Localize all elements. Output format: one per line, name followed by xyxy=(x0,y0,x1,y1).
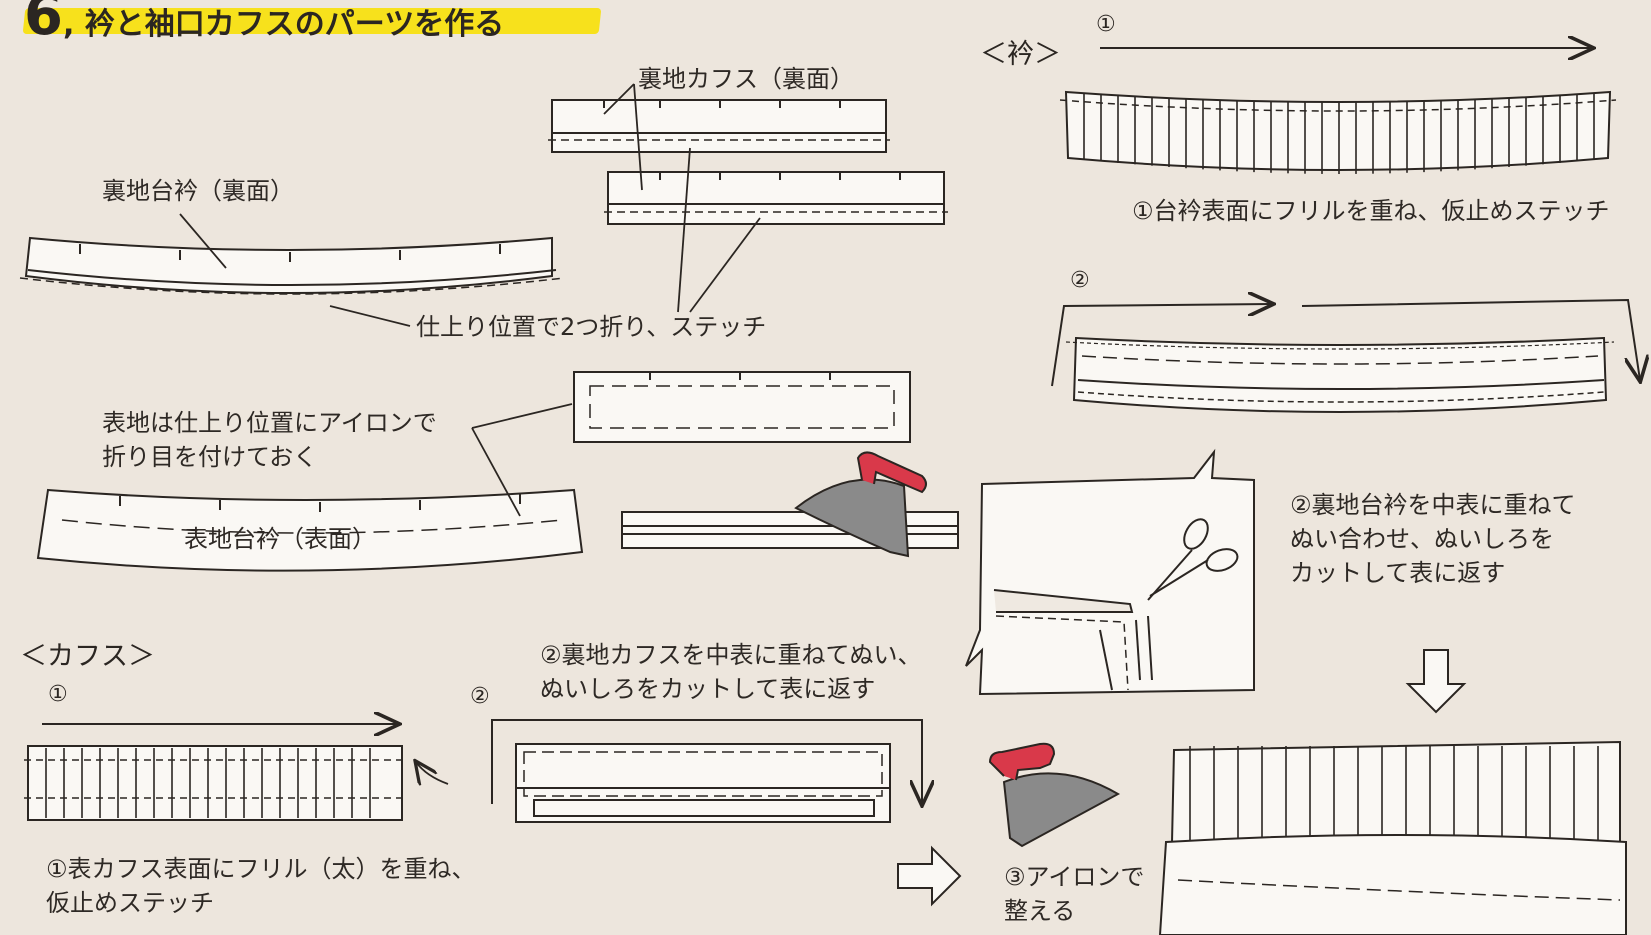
down-arrow-icon xyxy=(1405,649,1467,714)
cuff-step-number-1: ① xyxy=(48,682,68,707)
title-number: 6 xyxy=(24,0,63,48)
label-cuffs-step2: ②裏地カフスを中表に重ねてぬい、 ぬいしろをカットして表に返す xyxy=(540,638,922,706)
collar-ruffle-step1 xyxy=(1059,90,1617,174)
label-collar-step1: ①台衿表面にフリルを重ね、仮止めステッチ xyxy=(1132,197,1610,225)
right-arrow-icon xyxy=(897,845,962,907)
section-cuffs: ＜カフス＞ xyxy=(20,641,155,672)
title-text: , 衿と袖口カフスのパーツを作る xyxy=(62,7,505,42)
label-collar-step2: ②裏地台衿を中表に重ねて ぬい合わせ、ぬいしろを カットして表に返す xyxy=(1290,488,1576,590)
label-outer-band-front: 表地台衿（表面） xyxy=(184,525,376,553)
label-cuffs-step1: ①表カフス表面にフリル（太）を重ね、 仮止めステッチ xyxy=(46,852,476,920)
leader-lines xyxy=(179,83,761,784)
collar-band-step2 xyxy=(1065,336,1615,413)
cuff-ruffle-step1 xyxy=(24,745,406,821)
label-collar-step2-line2: ぬい合わせ、ぬいしろを xyxy=(1290,525,1554,553)
label-cuffs-step2-line1: ②裏地カフスを中表に重ねてぬい、 xyxy=(540,641,922,669)
page-title: 6, 衿と袖口カフスのパーツを作る xyxy=(22,0,602,55)
lining-cuff-piece-bottom xyxy=(604,171,948,225)
lining-band-piece xyxy=(19,236,565,295)
cuff-step-number-2: ② xyxy=(470,684,490,709)
iron-icon xyxy=(794,451,927,558)
scissors-icon xyxy=(1147,518,1239,601)
label-fold-stitch: 仕上り位置で2つ折り、ステッチ xyxy=(416,313,767,341)
outer-band-piece xyxy=(36,488,584,572)
label-collar-step2-line3: カットして表に返す xyxy=(1290,559,1506,587)
lining-cuff-piece-top xyxy=(548,99,890,153)
label-cuffs-step2-line2: ぬいしろをカットして表に返す xyxy=(540,675,876,703)
collar-step-number-1: ① xyxy=(1096,12,1116,37)
label-cuffs-step1-line2: 仮止めステッチ xyxy=(46,889,214,917)
label-step3: ③アイロンで 整える xyxy=(1004,860,1144,928)
label-outer-iron: 表地は仕上り位置にアイロンで 折り目を付けておく xyxy=(102,406,437,474)
label-cuffs-step1-line1: ①表カフス表面にフリル（太）を重ね、 xyxy=(46,855,476,883)
process-arrows xyxy=(42,48,1640,804)
label-collar-step2-line1: ②裏地台衿を中表に重ねて xyxy=(1290,491,1576,519)
label-lining-cuffs-back: 裏地カフス（裏面） xyxy=(638,65,854,93)
collar-final-piece xyxy=(1158,740,1627,935)
label-step3-line2: 整える xyxy=(1004,897,1076,925)
section-collar: ＜衿＞ xyxy=(980,39,1061,70)
label-step3-line1: ③アイロンで xyxy=(1004,863,1145,891)
seam-trim-detail-bubble xyxy=(965,448,1255,696)
collar-step-number-2: ② xyxy=(1070,268,1090,293)
outer-cuff-piece xyxy=(573,371,911,443)
label-lining-band-back: 裏地台衿（裏面） xyxy=(102,177,294,205)
label-outer-iron-line2: 折り目を付けておく xyxy=(102,443,318,471)
label-outer-iron-line1: 表地は仕上り位置にアイロンで xyxy=(102,409,437,437)
iron-icon xyxy=(988,742,1121,848)
cuff-sewn-step2 xyxy=(515,743,891,823)
